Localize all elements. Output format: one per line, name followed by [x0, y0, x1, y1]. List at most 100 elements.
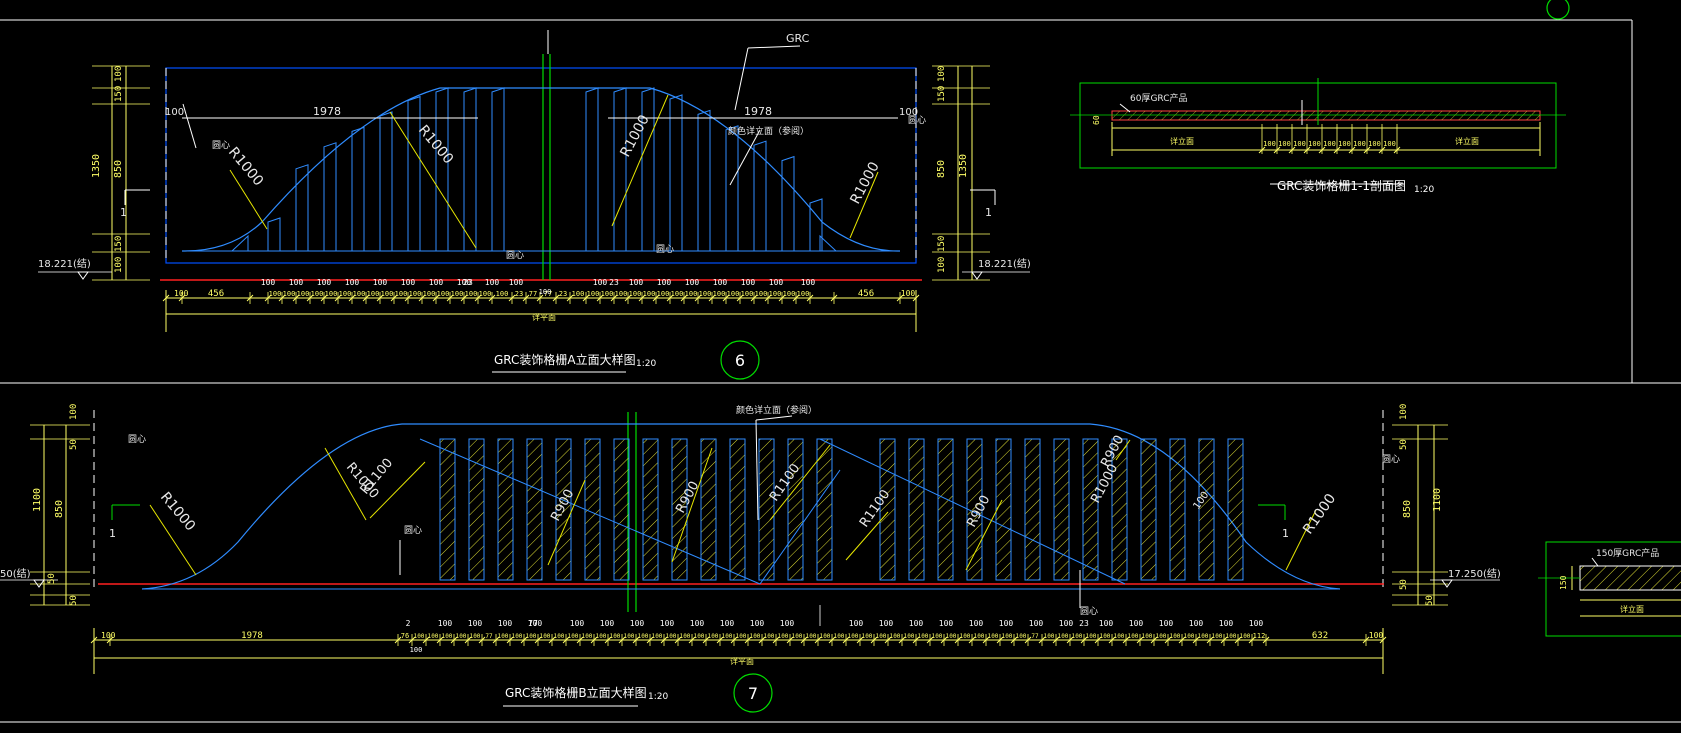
elevation-a-dim-tick [652, 294, 660, 302]
elevation-b-dim-upper-r: 100 [879, 619, 894, 628]
elevation-a-geometry [38, 30, 1030, 380]
elevation-b-dim-upper: 100 [438, 619, 453, 628]
elevation-a-left-dim-4: 150 [114, 236, 124, 252]
elevation-b-left-dim-4: 50 [47, 573, 57, 584]
elevation-b-dim-upper: 100 [660, 619, 675, 628]
elevation-a-slat [585, 87, 599, 252]
frame-corner-marker [1546, 0, 1570, 20]
elevation-a-right-dim-top: 100 [937, 66, 947, 82]
elevation-b-elev-marker-left [33, 579, 45, 588]
elevation-b-slat [1082, 438, 1099, 581]
elevation-a-dim-tick [162, 294, 170, 302]
elevation-b-dim-tick [492, 636, 500, 644]
elevation-b-slat [700, 438, 717, 581]
section-1-1-dim-label: 100 [1308, 140, 1321, 148]
section-1-1-title: GRC装饰格栅1-1剖面图 [1277, 178, 1406, 193]
elevation-b-dim-chain-label: 100 [1156, 633, 1167, 640]
elevation-b-dim-upper: 100 [780, 619, 795, 628]
elevation-a-dim-upper-r: 100 [657, 278, 672, 287]
section-1-1-dim-label: 100 [1293, 140, 1306, 148]
elevation-a-dim-tick [830, 294, 838, 302]
partial-section-frame [1545, 541, 1681, 637]
elevation-b-dim-chain-label: 100 [974, 633, 985, 640]
elevation-b-dim-tick [422, 636, 430, 644]
elevation-b-dim-tick [1052, 636, 1060, 644]
elevation-a-dim-tick [320, 294, 328, 302]
elevation-a-dim-chain-label: 100 [615, 290, 628, 298]
section-1-1-dim-tick [1303, 146, 1311, 154]
elevation-a-slat [323, 142, 337, 252]
section-1-1-side-left: 详立面 [1170, 136, 1194, 146]
elevation-a-dim-upper: 100 [345, 278, 360, 287]
elevation-a-elev-marker-right [971, 271, 983, 280]
section-1-1-note: 60厚GRC产品 [1130, 92, 1188, 104]
elevation-b-dim-chain-label: 100 [960, 633, 971, 640]
elevation-b-dim-tick [1206, 636, 1214, 644]
elevation-a-slat [267, 217, 281, 252]
elevation-a-dim-tick [178, 294, 186, 302]
elevation-b-dim-upper-r: 100 [1189, 619, 1204, 628]
elevation-b-dim-tick [394, 636, 402, 644]
elevation-b-cut-2 [819, 438, 1126, 585]
elevation-a-dim-tick [418, 294, 426, 302]
elevation-b-dim-chain-label: 100 [778, 633, 789, 640]
elevation-a-elevation-right: 18.221(结) [978, 257, 1031, 270]
elevation-b-dim-tick [506, 636, 514, 644]
elevation-b-dim-chain-label: 100 [624, 633, 635, 640]
elevation-a-dim-upper: 100 [317, 278, 332, 287]
elevation-a-overall-label: 详平面 [532, 312, 556, 322]
section-1-1-dim-tick [1348, 146, 1356, 154]
elevation-b-leader-r5 [671, 447, 713, 563]
elevation-a-center-note-right: 圆心 [908, 115, 926, 126]
elevation-a-dim-tick [488, 294, 496, 302]
elevation-a-dim-tick [582, 294, 590, 302]
elevation-b-slat [995, 438, 1012, 581]
elevation-a-center-note-mid: 圆心 [506, 250, 524, 261]
elevation-a-dim-100-end: 100 [901, 289, 916, 298]
elevation-b-dim-chain-label: 100 [988, 633, 999, 640]
elevation-a-dim-chain-label: 100 [657, 290, 670, 298]
elevation-b-dim-tick [590, 636, 598, 644]
elevation-b-dim-tick [90, 636, 98, 644]
elevation-b-dim-tick [1150, 636, 1158, 644]
elevation-b-left-total: 1100 [32, 488, 43, 512]
elevation-b-dim-tick [1164, 636, 1172, 644]
elevation-a-dim-chain-label: 100 [572, 290, 585, 298]
elevation-b-dim-tick [968, 636, 976, 644]
elevation-b-dim-chain-label: 100 [1226, 633, 1237, 640]
elevation-b-scale: 1:20 [648, 692, 668, 702]
elevation-a-dim-tick [610, 294, 618, 302]
elevation-a-slat [613, 87, 627, 252]
elevation-a-edge-right: 100 [899, 107, 918, 118]
elevation-b-slat [879, 438, 896, 581]
elevation-a-dim-chain-label: 100 [465, 290, 478, 298]
section-1-1-dim-label: 100 [1323, 140, 1336, 148]
elevation-b-dim-chain-label: 100 [890, 633, 901, 640]
elevation-b-dim-tick [1262, 636, 1270, 644]
elevation-b-overall-label: 详平面 [730, 656, 754, 666]
elevation-a-dim-upper: 100 [457, 278, 472, 287]
elevation-b-dim-upper-77: 77 [528, 619, 538, 628]
elevation-a-dim-tick [376, 294, 384, 302]
elevation-a-dim-chain-label: 100 [479, 290, 492, 298]
elevation-b-dim-tick [884, 636, 892, 644]
elevation-a-slat [491, 87, 505, 252]
elevation-b-dim-chain-label: 100 [582, 633, 593, 640]
elevation-b-section-mark-left: 1 [109, 527, 116, 540]
elevation-a-leader-face [729, 129, 761, 186]
elevation-a-width-right: 1978 [744, 105, 772, 118]
elevation-b-slat [787, 438, 804, 581]
elevation-b-dim-tick [1362, 636, 1370, 644]
elevation-b-dim-tick [996, 636, 1004, 644]
elevation-b-right-dim-4: 50 [1399, 579, 1409, 590]
elevation-b-dim-chain-label: 100 [512, 633, 523, 640]
elevation-b-dim-chain-label: 100 [1198, 633, 1209, 640]
elevation-b-dim-upper-r: 100 [1029, 619, 1044, 628]
elevation-b-dim-tick [548, 636, 556, 644]
elevation-b-leader-r11 [1285, 509, 1317, 571]
elevation-a-dim-upper: 100 [485, 278, 500, 287]
elevation-b-slat [729, 438, 746, 581]
elevation-b-slat [1198, 438, 1215, 581]
partial-section-note-leader [1591, 557, 1599, 567]
